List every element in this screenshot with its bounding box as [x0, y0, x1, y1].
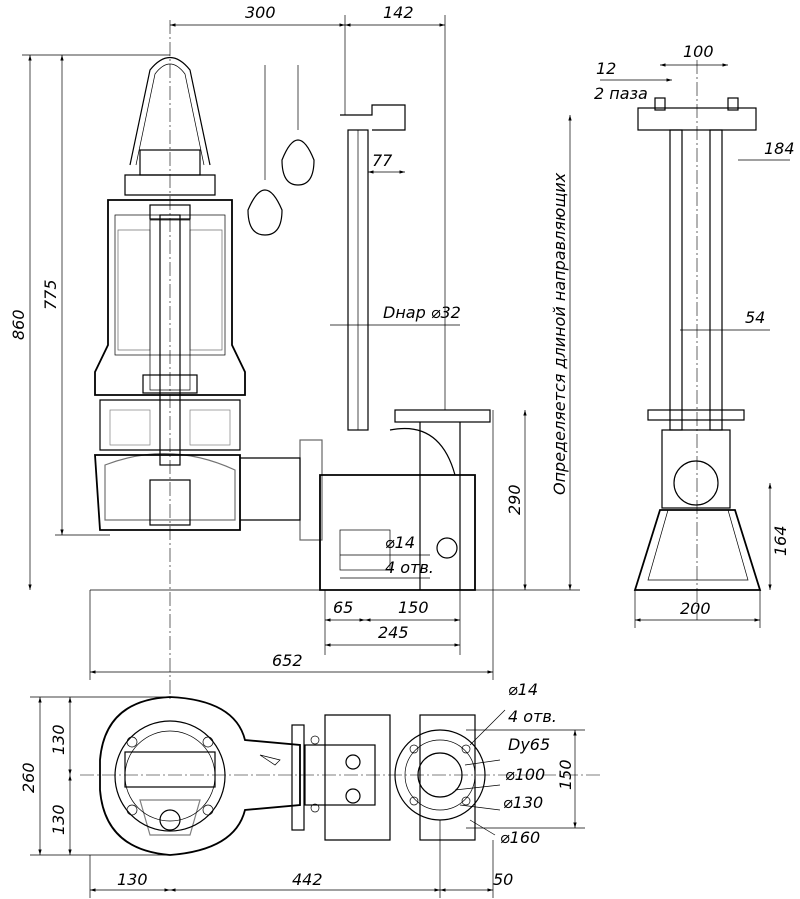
dim-hole-14-plan: ⌀14 [508, 680, 538, 699]
top-view-dimension-lines [30, 696, 585, 898]
dim-outer-diameter: Dнар ⌀32 [383, 303, 461, 322]
dim-652: 652 [272, 651, 303, 670]
dim-hole-14-front: ⌀14 [385, 533, 415, 552]
dim-260: 260 [19, 762, 38, 793]
dim-12: 12 [596, 59, 616, 78]
dim-77: 77 [372, 151, 393, 170]
front-view [55, 20, 580, 700]
dimension-labels: 300 142 860 775 77 Dнар ⌀32 290 ⌀14 4 от… [9, 3, 795, 889]
dim-442: 442 [292, 870, 323, 889]
dim-4-holes-plan: 4 отв. [508, 707, 557, 726]
dim-200: 200 [680, 599, 711, 618]
dim-diameter-130: ⌀130 [503, 793, 543, 812]
dim-860: 860 [9, 309, 28, 340]
dim-142: 142 [383, 3, 414, 22]
dim-164: 164 [771, 525, 790, 556]
dim-130-bottom: 130 [117, 870, 148, 889]
dim-245: 245 [378, 623, 409, 642]
dim-150-plan: 150 [556, 759, 575, 790]
dim-diameter-100: ⌀100 [505, 765, 545, 784]
dim-50: 50 [493, 870, 513, 889]
dim-775: 775 [41, 279, 60, 310]
dim-2-slots: 2 паза [594, 84, 648, 103]
front-view-dimension-lines [22, 15, 572, 680]
dim-diameter-160: ⌀160 [500, 828, 540, 847]
dim-54: 54 [745, 308, 765, 327]
dim-290: 290 [505, 484, 524, 515]
dim-130-top-upper: 130 [49, 724, 68, 755]
rails-length-note: Определяется длиной направляющих [550, 172, 569, 495]
dim-150-front: 150 [398, 598, 429, 617]
dim-100: 100 [683, 42, 714, 61]
side-view-dimension-lines [600, 63, 790, 628]
dim-184: 184 [764, 139, 795, 158]
dim-65: 65 [333, 598, 353, 617]
top-view [80, 696, 600, 856]
dim-130-top-lower: 130 [49, 804, 68, 835]
dim-dy65: Dy65 [508, 735, 550, 754]
side-view [633, 60, 762, 620]
dim-4-holes-front: 4 отв. [385, 558, 434, 577]
dim-300: 300 [245, 3, 276, 22]
